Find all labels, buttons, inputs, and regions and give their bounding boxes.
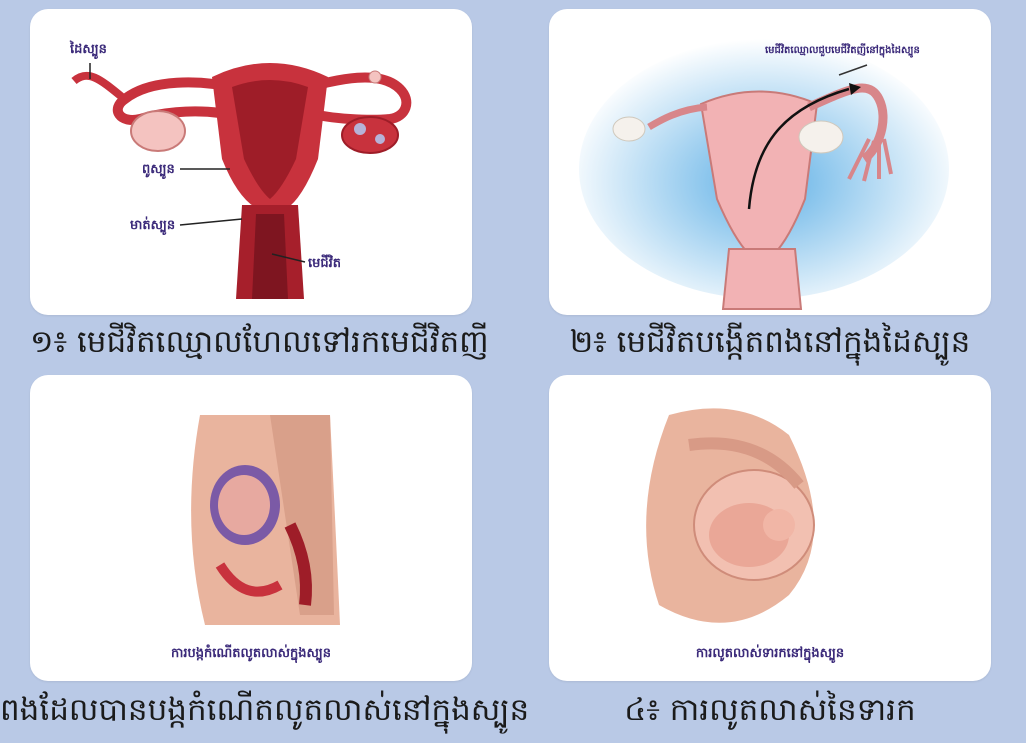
label-fertilization-note: មេជីវិតឈ្មោលជួបមេជីវិតញីនៅក្នុងដៃស្បូន bbox=[765, 43, 920, 58]
fertilization-illustration: មេជីវិតឈ្មោលជួបមេជីវិតញីនៅក្នុងដៃស្បូន bbox=[549, 9, 991, 315]
panel-2-caption: ២៖ មេជីវិតបង្កើតពងនៅក្នុងដៃស្បូន bbox=[549, 322, 991, 362]
left-ovary bbox=[613, 117, 645, 141]
early-pregnancy-illustration bbox=[30, 375, 472, 681]
label-cervix: មាត់ស្បូន bbox=[130, 216, 175, 235]
label-tube: ដៃស្បូន bbox=[69, 40, 107, 59]
label-uterus: ពូស្បូន bbox=[142, 162, 175, 179]
uterus-anatomy-illustration: ដៃស្បូន ពូស្បូន មាត់ស្បូន មេជីវិត bbox=[30, 9, 472, 315]
egg-follicle bbox=[354, 123, 366, 135]
egg-follicle bbox=[375, 134, 385, 144]
panel-4-inner-caption: ការលូតលាស់ទារកនៅក្នុងស្បូន bbox=[549, 645, 991, 664]
cervix bbox=[723, 249, 801, 309]
panel-4-caption: ៤៖ ការលូតលាស់នៃទារក bbox=[549, 690, 991, 730]
left-fimbria bbox=[74, 76, 122, 97]
panel-3-caption: ពងដែលបានបង្កកំណើតលូតលាស់នៅក្នុងស្បូន bbox=[0, 690, 500, 730]
panel-1-caption: ១៖ មេជីវិតឈ្មោលហែលទៅរកមេជីវិតញី bbox=[30, 322, 472, 362]
right-ovary bbox=[342, 117, 398, 153]
panel-4-card: ការលូតលាស់ទារកនៅក្នុងស្បូន bbox=[549, 375, 991, 681]
egg-cell bbox=[369, 71, 381, 83]
embryo bbox=[218, 475, 270, 535]
left-ovary bbox=[131, 111, 185, 151]
panel-1-card: ដៃស្បូន ពូស្បូន មាត់ស្បូន មេជីវិត bbox=[30, 9, 472, 315]
panel-3-inner-caption: ការបង្កកំណើតលូតលាស់ក្នុងស្បូន bbox=[30, 645, 472, 664]
panel-2-card: មេជីវិតឈ្មោលជួបមេជីវិតញីនៅក្នុងដៃស្បូន bbox=[549, 9, 991, 315]
fetal-head bbox=[763, 509, 795, 541]
label-leader bbox=[180, 219, 242, 225]
fetal-development-illustration bbox=[549, 375, 991, 681]
label-sperm: មេជីវិត bbox=[308, 254, 341, 271]
right-ovary bbox=[799, 121, 843, 153]
panel-3-card: ការបង្កកំណើតលូតលាស់ក្នុងស្បូន bbox=[30, 375, 472, 681]
